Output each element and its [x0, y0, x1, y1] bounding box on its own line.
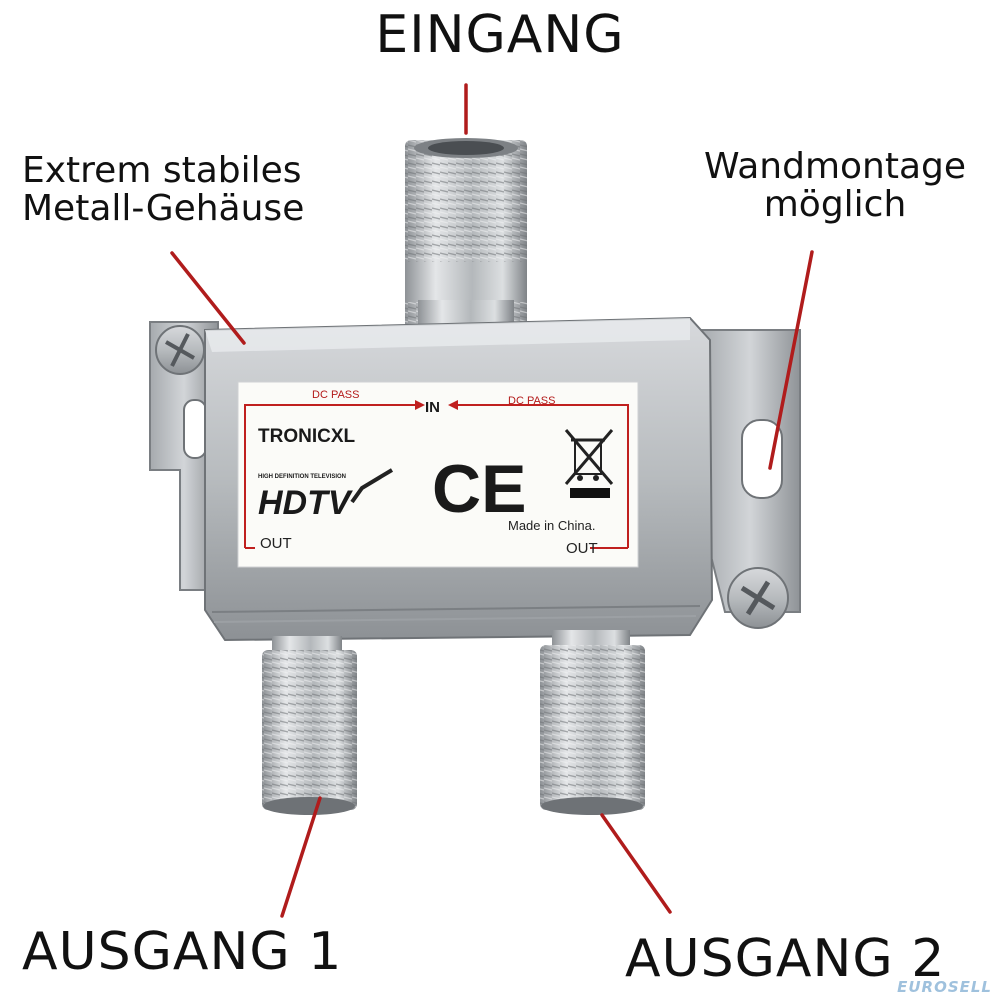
callout-output-1: AUSGANG 1 — [22, 922, 343, 982]
out-right: OUT — [566, 540, 598, 557]
pointer-housing — [170, 251, 246, 345]
callout-housing-line2: Metall-Gehäuse — [22, 187, 305, 229]
product-label: DC PASS DC PASS IN TRONICXL HIGH DEFINIT… — [237, 381, 639, 568]
callout-wall-line1: Wandmontage — [703, 146, 967, 187]
in-marker: IN — [425, 399, 440, 416]
hdtv-logo: HDTV — [258, 484, 354, 522]
input-connector — [405, 138, 527, 336]
dc-pass-left: DC PASS — [312, 389, 359, 401]
pointer-output2 — [600, 813, 672, 914]
output-connector-1 — [262, 636, 357, 815]
pointer-lines — [170, 83, 814, 918]
callout-wall-line2: möglich — [763, 183, 907, 225]
hdtv-tagline: HIGH DEFINITION TELEVISION — [258, 474, 346, 480]
callout-wall-mount: Wandmontage möglich — [690, 148, 980, 224]
watermark: EUROSELL — [897, 978, 992, 996]
callout-housing: Extrem stabiles Metall-Gehäuse — [22, 152, 304, 228]
ce-mark: CE — [432, 451, 526, 527]
left-mount-flange — [149, 321, 219, 591]
made-in: Made in China. — [508, 518, 595, 533]
right-mount-flange — [699, 329, 801, 629]
out-left: OUT — [260, 535, 292, 552]
callout-input: EINGANG — [375, 5, 625, 65]
weee-bin-icon — [564, 429, 614, 498]
brand-text: TRONICXL — [258, 426, 356, 447]
dc-pass-right: DC PASS — [508, 395, 555, 407]
callout-housing-line1: Extrem stabiles — [22, 150, 302, 191]
pointer-output1 — [280, 796, 322, 918]
callout-output-2: AUSGANG 2 — [625, 929, 946, 989]
pointer-wall — [768, 250, 814, 470]
output-connector-2 — [540, 630, 645, 815]
